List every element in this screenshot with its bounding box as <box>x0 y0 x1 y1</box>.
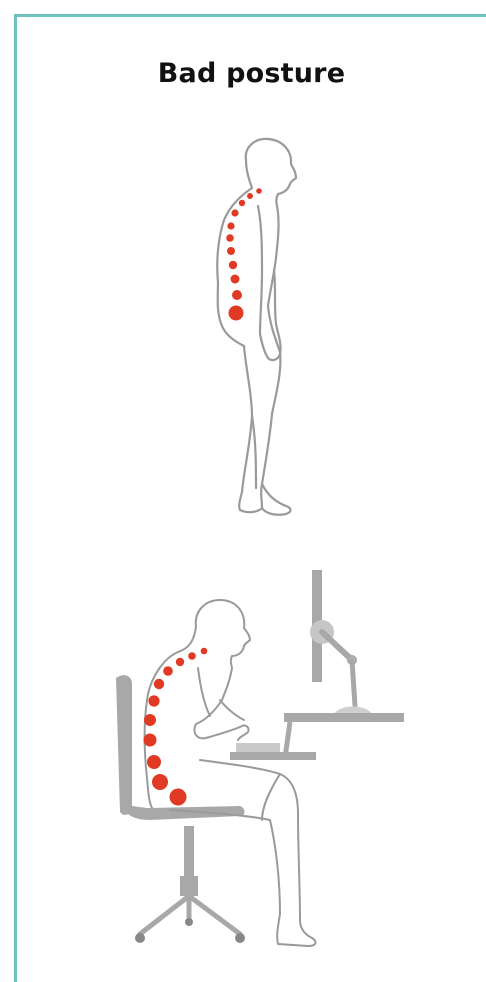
monitor-illustration <box>310 570 372 714</box>
office-chair-illustration <box>116 675 245 943</box>
desk-illustration <box>230 713 404 760</box>
